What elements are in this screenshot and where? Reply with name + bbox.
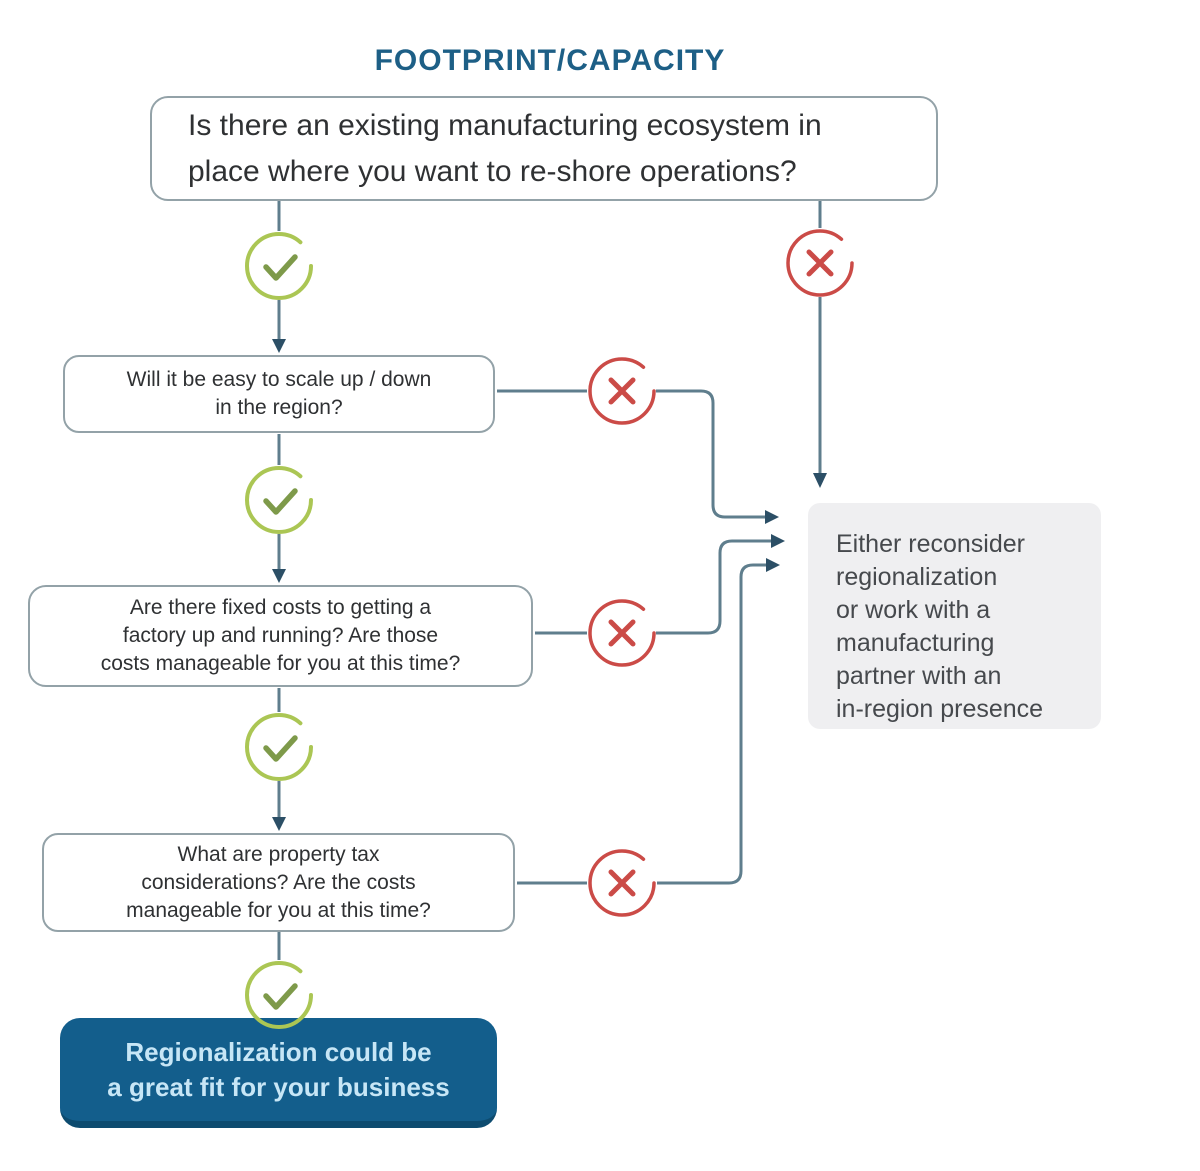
x-circle-icon xyxy=(588,357,656,425)
page-title: FOOTPRINT/CAPACITY xyxy=(374,44,726,77)
question-box-ecosystem: Is there an existing manufacturing ecosy… xyxy=(150,96,938,201)
question-box-scale: Will it be easy to scale up / down in th… xyxy=(63,355,495,433)
question-box-property-tax: What are property tax considerations? Ar… xyxy=(42,833,515,932)
outcome-box-regionalization-fit: Regionalization could be a great fit for… xyxy=(60,1018,497,1128)
x-circle-icon xyxy=(786,229,854,297)
check-circle-icon xyxy=(245,466,313,534)
x-circle-icon xyxy=(588,599,656,667)
check-circle-icon xyxy=(245,232,313,300)
x-circle-icon xyxy=(588,849,656,917)
check-circle-icon xyxy=(245,713,313,781)
question-box-fixed-costs: Are there fixed costs to getting a facto… xyxy=(28,585,533,687)
outcome-box-reconsider: Either reconsider regionalization or wor… xyxy=(808,503,1101,729)
